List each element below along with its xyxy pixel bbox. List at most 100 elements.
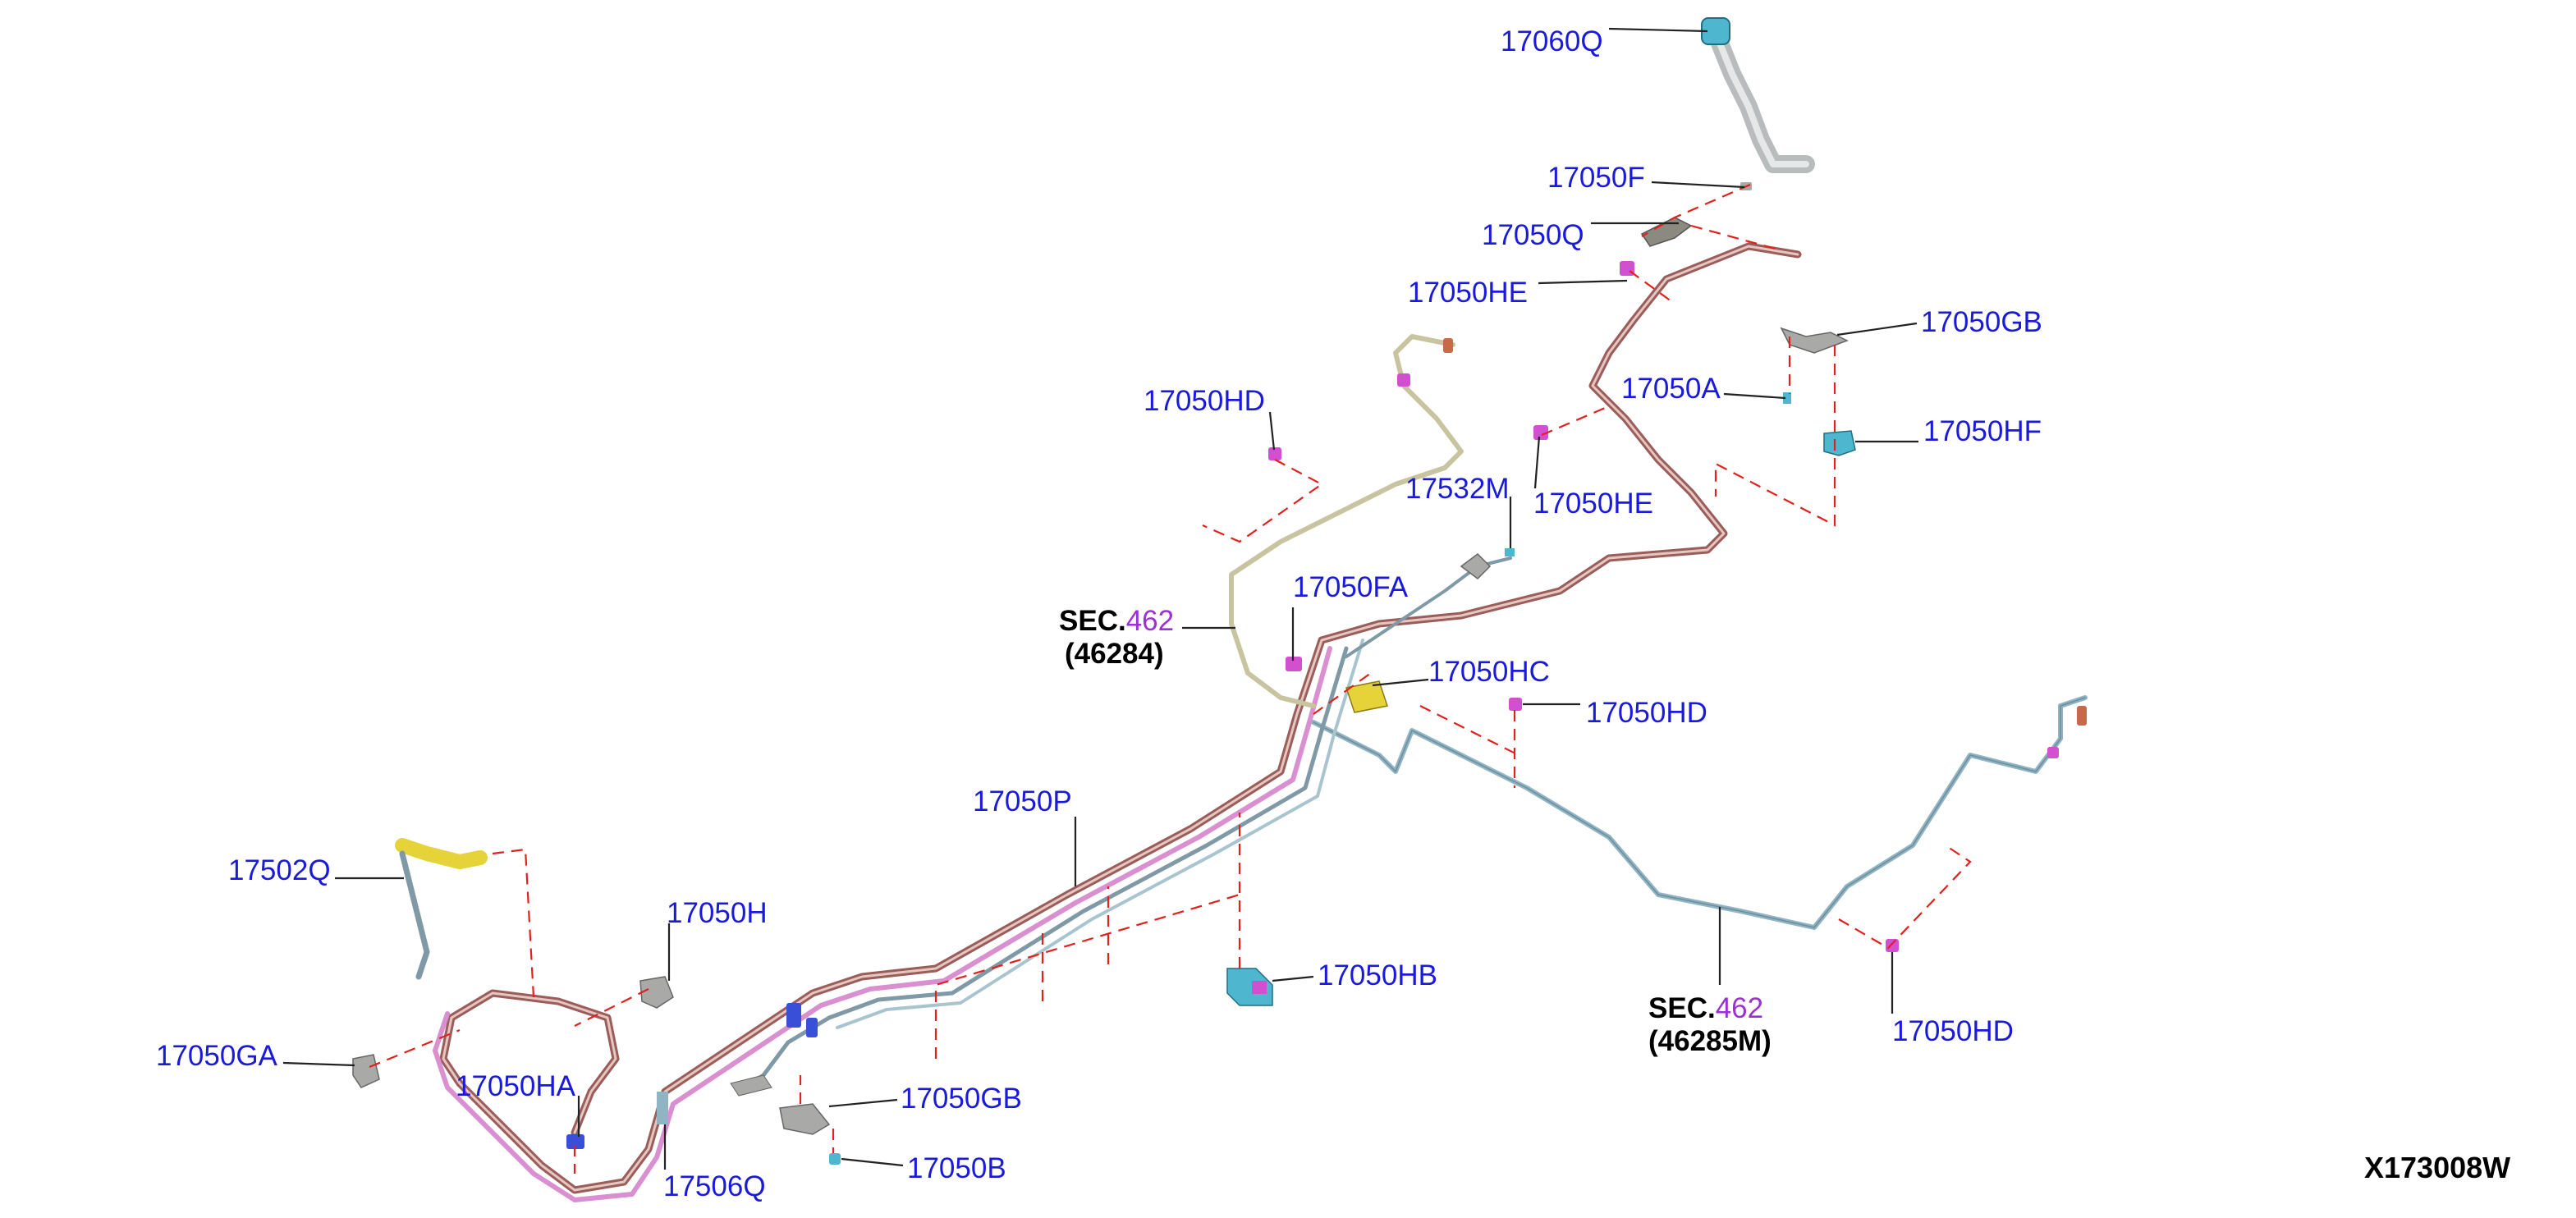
clip-17050hd-mid-icon[interactable] xyxy=(1509,698,1522,711)
clip-17050hd-right-icon[interactable] xyxy=(1886,939,1899,952)
filler-neck-hose-inner xyxy=(1712,30,1809,167)
section-number: 462 xyxy=(1126,605,1174,637)
rear-fitting-icon[interactable] xyxy=(2077,706,2087,726)
leader-17050he-mid xyxy=(1533,436,1541,489)
callout-17050p[interactable]: 17050P xyxy=(973,785,1072,817)
clip-17050a-icon[interactable] xyxy=(1783,392,1791,404)
section-sub: (46284) xyxy=(1065,638,1164,670)
guide-17050he-top xyxy=(1629,270,1675,304)
block-17050hb-icon[interactable] xyxy=(1226,968,1273,1006)
callout-17060q[interactable]: 17060Q xyxy=(1501,25,1603,57)
tan-tube xyxy=(1229,334,1464,708)
bracket-17050q-icon[interactable] xyxy=(1640,217,1693,247)
sensor-17532m-icon[interactable] xyxy=(1460,553,1492,579)
leader-17050f xyxy=(1651,181,1745,189)
drawing-code: X173008W xyxy=(2364,1151,2510,1184)
bracket-17050gb-upper-icon[interactable] xyxy=(1780,327,1849,354)
tube-group xyxy=(395,24,2088,1202)
guide-rear-mid xyxy=(1419,705,1519,756)
callout-17050h[interactable]: 17050H xyxy=(667,897,768,929)
section-prefix: SEC. xyxy=(1059,605,1126,637)
callout-17506q[interactable]: 17506Q xyxy=(663,1170,766,1202)
sensor-17532m-tip-icon[interactable] xyxy=(1505,548,1515,556)
leader-17050gb-lower xyxy=(828,1098,898,1108)
bracket-17050ga-icon[interactable] xyxy=(352,1054,380,1088)
callout-17050hd-right[interactable]: 17050HD xyxy=(1892,1015,2014,1047)
short-connector-tube xyxy=(1345,556,1512,658)
steel-tube-a xyxy=(736,646,1349,1094)
clip-blue-main-a-icon[interactable] xyxy=(786,1003,801,1028)
part-17506q-icon[interactable] xyxy=(657,1092,668,1124)
evap-hose-grey xyxy=(399,850,430,980)
clip-17050b-icon[interactable] xyxy=(829,1153,841,1165)
leader-17050gb-top xyxy=(1836,322,1918,337)
guide-main-a xyxy=(934,893,1240,1059)
callout-17050f[interactable]: 17050F xyxy=(1547,162,1645,194)
section-ref-46285m[interactable]: SEC.462 (46285M) xyxy=(1648,992,1772,1057)
section-number: 462 xyxy=(1716,992,1763,1024)
section-sub: (46285M) xyxy=(1648,1025,1772,1057)
leader-17060q xyxy=(1608,27,1708,33)
guide-filler xyxy=(1641,183,1751,237)
callout-17050a[interactable]: 17050A xyxy=(1621,373,1721,405)
leader-lines xyxy=(282,27,1918,1170)
callout-17050hd-mid[interactable]: 17050HD xyxy=(1586,697,1707,729)
rear-blue-tube-outline xyxy=(1313,697,2086,928)
callout-17502q[interactable]: 17502Q xyxy=(228,854,331,886)
main-fuel-tube-highlight xyxy=(442,245,1799,1192)
clip-17050ha-icon[interactable] xyxy=(566,1134,584,1149)
parts-group xyxy=(352,17,2087,1165)
clip-17050hc-icon[interactable] xyxy=(1345,680,1388,713)
dashed-guides xyxy=(369,183,1972,1174)
guide-17050h xyxy=(574,988,649,1027)
callout-17050hb[interactable]: 17050HB xyxy=(1318,959,1437,991)
leader-17050b xyxy=(841,1157,904,1167)
callout-17050hd-left[interactable]: 17050HD xyxy=(1144,385,1265,417)
leader-17050he-top xyxy=(1538,279,1628,285)
clip-17050hf-icon[interactable] xyxy=(1823,430,1856,456)
guide-17050hd-left xyxy=(1202,459,1324,543)
callout-17532m[interactable]: 17532M xyxy=(1405,473,1509,505)
guide-17050ga xyxy=(369,1028,461,1069)
connector-lower-icon[interactable] xyxy=(730,1074,772,1097)
callout-17050q[interactable]: 17050Q xyxy=(1482,219,1584,251)
leader-17050a xyxy=(1723,392,1786,400)
section-ref-46284[interactable]: SEC.462 (46284) xyxy=(1059,605,1174,670)
clip-17050hd-left-icon[interactable] xyxy=(1268,447,1281,460)
rear-blue-tube xyxy=(1311,695,2088,930)
leader-17050ga xyxy=(282,1061,355,1067)
callout-17050he-mid[interactable]: 17050HE xyxy=(1533,488,1653,520)
callout-17050he-top[interactable]: 17050HE xyxy=(1408,277,1528,309)
clip-blue-main-b-icon[interactable] xyxy=(806,1018,818,1037)
callout-17050ga[interactable]: 17050GA xyxy=(156,1040,278,1072)
callout-17050gb-top[interactable]: 17050GB xyxy=(1921,306,2042,338)
svg-text:SEC.462: SEC.462 xyxy=(1059,605,1174,637)
guide-17050hc xyxy=(1313,672,1372,715)
evap-hose-yellow xyxy=(395,838,488,869)
bracket-17050h-icon[interactable] xyxy=(639,976,674,1009)
leader-17050hd-left xyxy=(1268,411,1276,451)
clip-17050he-mid-icon[interactable] xyxy=(1533,425,1548,440)
callout-17050ha[interactable]: 17050HA xyxy=(456,1070,576,1102)
callout-17050hf[interactable]: 17050HF xyxy=(1923,415,2042,447)
bracket-17050gb-lower-icon[interactable] xyxy=(779,1103,831,1135)
clip-tan-upper-icon[interactable] xyxy=(1397,373,1410,387)
steel-tube-b xyxy=(836,639,1364,1029)
section-prefix: SEC. xyxy=(1648,992,1716,1024)
callout-17050b[interactable]: 17050B xyxy=(907,1152,1006,1184)
callout-17050gb-lower[interactable]: 17050GB xyxy=(901,1083,1022,1115)
clip-rear-end-icon[interactable] xyxy=(2047,747,2059,758)
block-17050hb-clip-icon[interactable] xyxy=(1252,981,1267,994)
guide-17050he-mid xyxy=(1541,405,1610,437)
callout-17050fa[interactable]: 17050FA xyxy=(1293,571,1409,603)
pink-tube xyxy=(433,646,1332,1202)
clip-17050fa-icon[interactable] xyxy=(1286,657,1302,671)
tan-end-fitting-icon[interactable] xyxy=(1443,338,1453,353)
leader-17050hb xyxy=(1272,975,1314,982)
guide-17050hf xyxy=(1714,345,1836,527)
guide-17050hd-right xyxy=(1838,845,1972,950)
leader-17050hc xyxy=(1372,678,1429,687)
callout-17050hc[interactable]: 17050HC xyxy=(1428,656,1550,688)
callout-labels: 17060Q 17050F 17050Q 17050HE 17050GB 170… xyxy=(156,25,2042,1202)
